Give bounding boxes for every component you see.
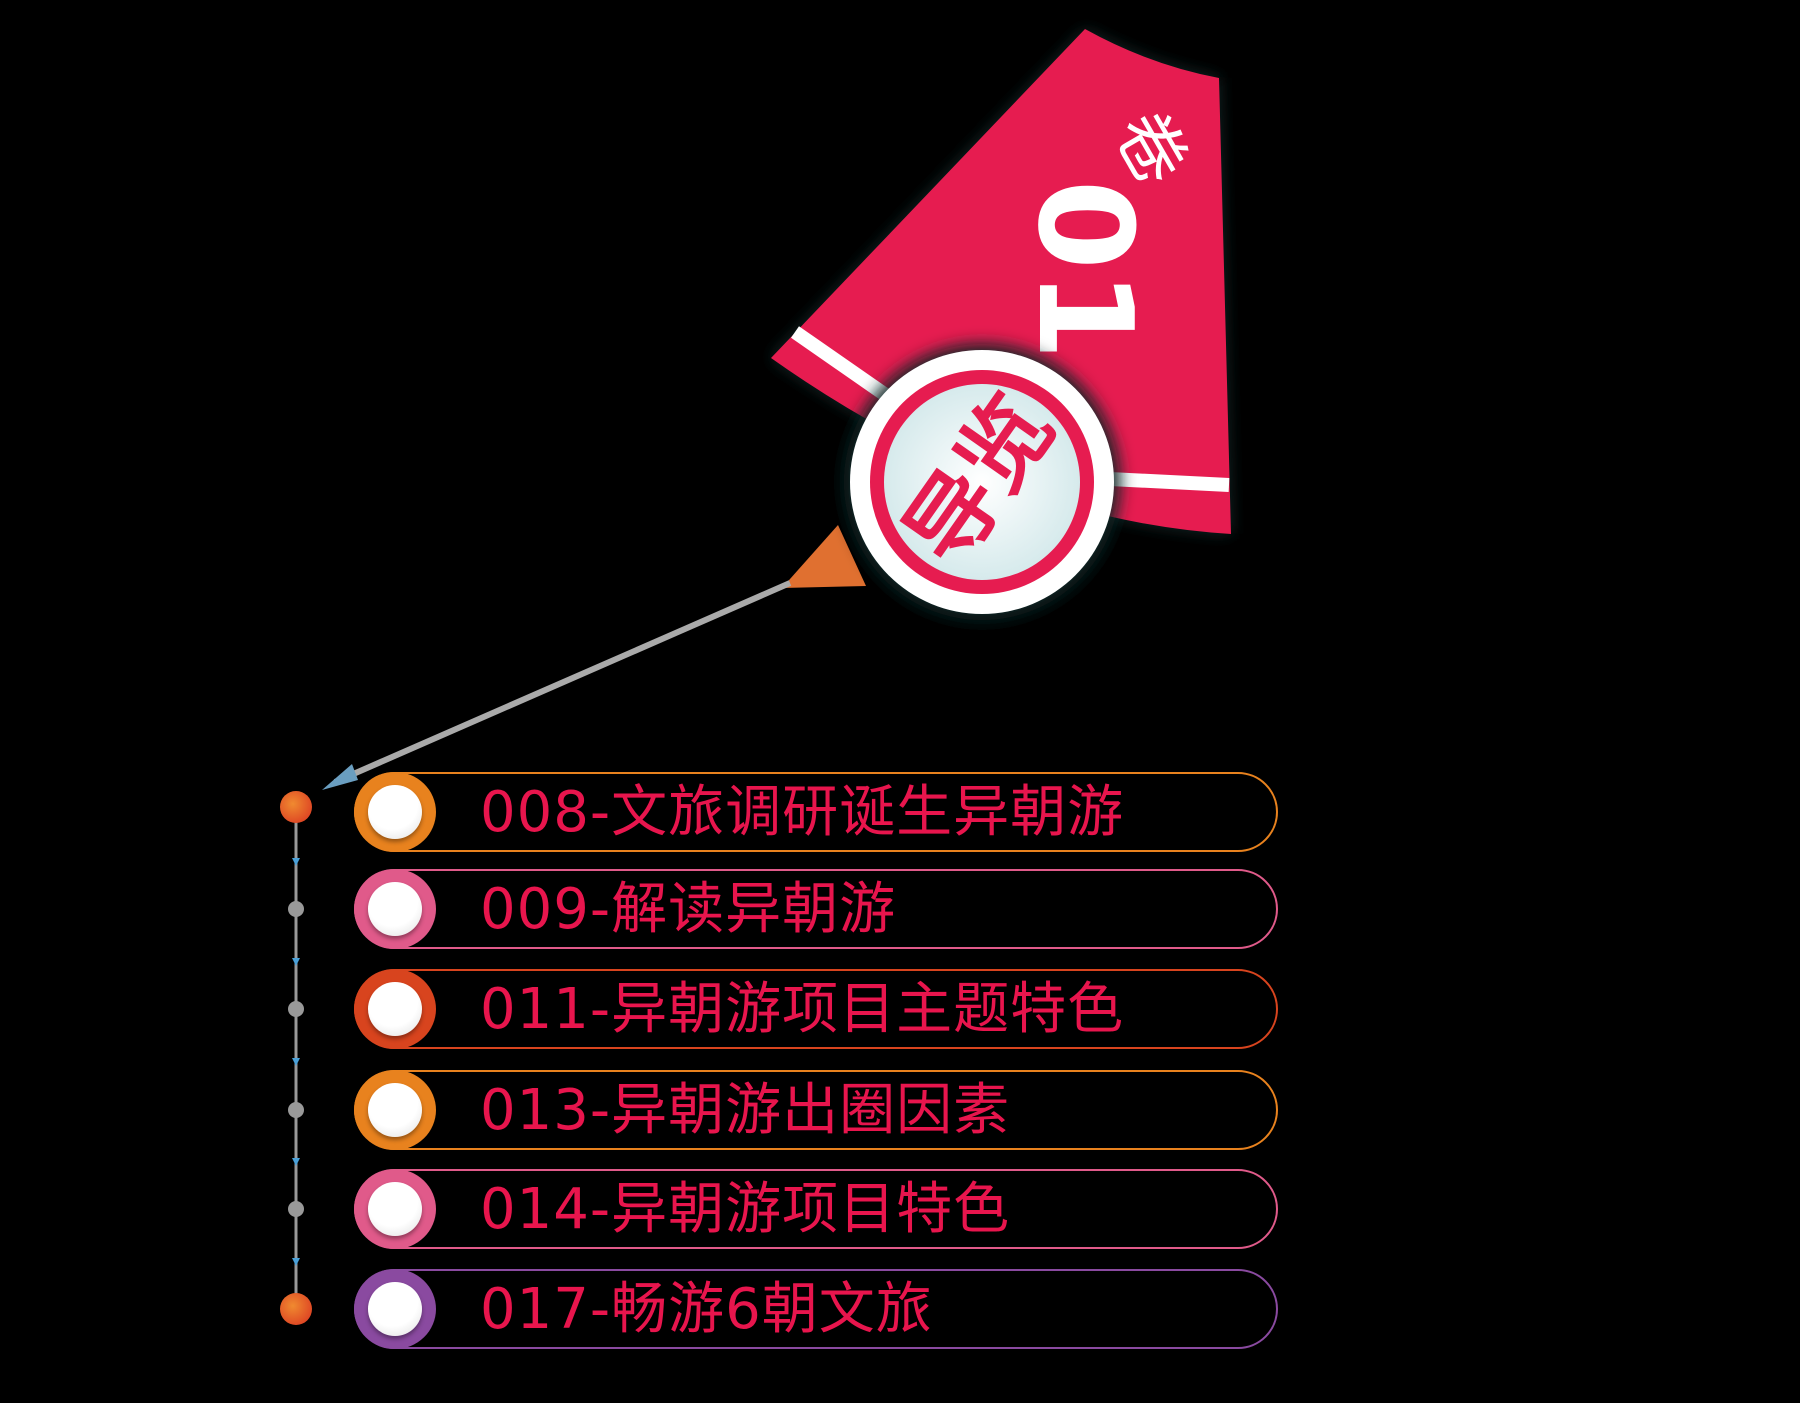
- bullet-icon: [354, 772, 436, 852]
- bullet-icon: [354, 869, 436, 949]
- timeline-dot: [288, 1001, 304, 1017]
- toc-item-label: 009-解读异朝游: [480, 877, 897, 942]
- timeline-dot: [288, 901, 304, 917]
- timeline-dot: [288, 1102, 304, 1118]
- bullet-icon: [354, 1070, 436, 1150]
- timeline-end-dot: [280, 1293, 312, 1325]
- toc-item[interactable]: 009-解读异朝游: [354, 869, 1278, 949]
- timeline-dot: [288, 1201, 304, 1217]
- arrow-tip-icon: [322, 764, 358, 790]
- toc-item-label: 008-文旅调研诞生异朝游: [480, 780, 1125, 845]
- toc-item[interactable]: 013-异朝游出圈因素: [354, 1070, 1278, 1150]
- bullet-icon: [354, 1269, 436, 1349]
- bullet-icon: [354, 1169, 436, 1249]
- pointer-arrow: [333, 580, 792, 785]
- arrow-head: [782, 525, 866, 588]
- timeline-start-dot: [280, 791, 312, 823]
- toc-item-label: 013-异朝游出圈因素: [480, 1078, 1011, 1143]
- toc-item[interactable]: 008-文旅调研诞生异朝游: [354, 772, 1278, 852]
- toc-item[interactable]: 017-畅游6朝文旅: [354, 1269, 1278, 1349]
- badge-number: 01: [1009, 180, 1161, 361]
- bullet-icon: [354, 969, 436, 1049]
- toc-item[interactable]: 014-异朝游项目特色: [354, 1169, 1278, 1249]
- toc-item-label: 014-异朝游项目特色: [480, 1177, 1011, 1242]
- toc-item-label: 011-异朝游项目主题特色: [480, 977, 1125, 1042]
- toc-item[interactable]: 011-异朝游项目主题特色: [354, 969, 1278, 1049]
- toc-item-label: 017-畅游6朝文旅: [480, 1277, 933, 1342]
- timeline-arrows: [292, 858, 300, 1266]
